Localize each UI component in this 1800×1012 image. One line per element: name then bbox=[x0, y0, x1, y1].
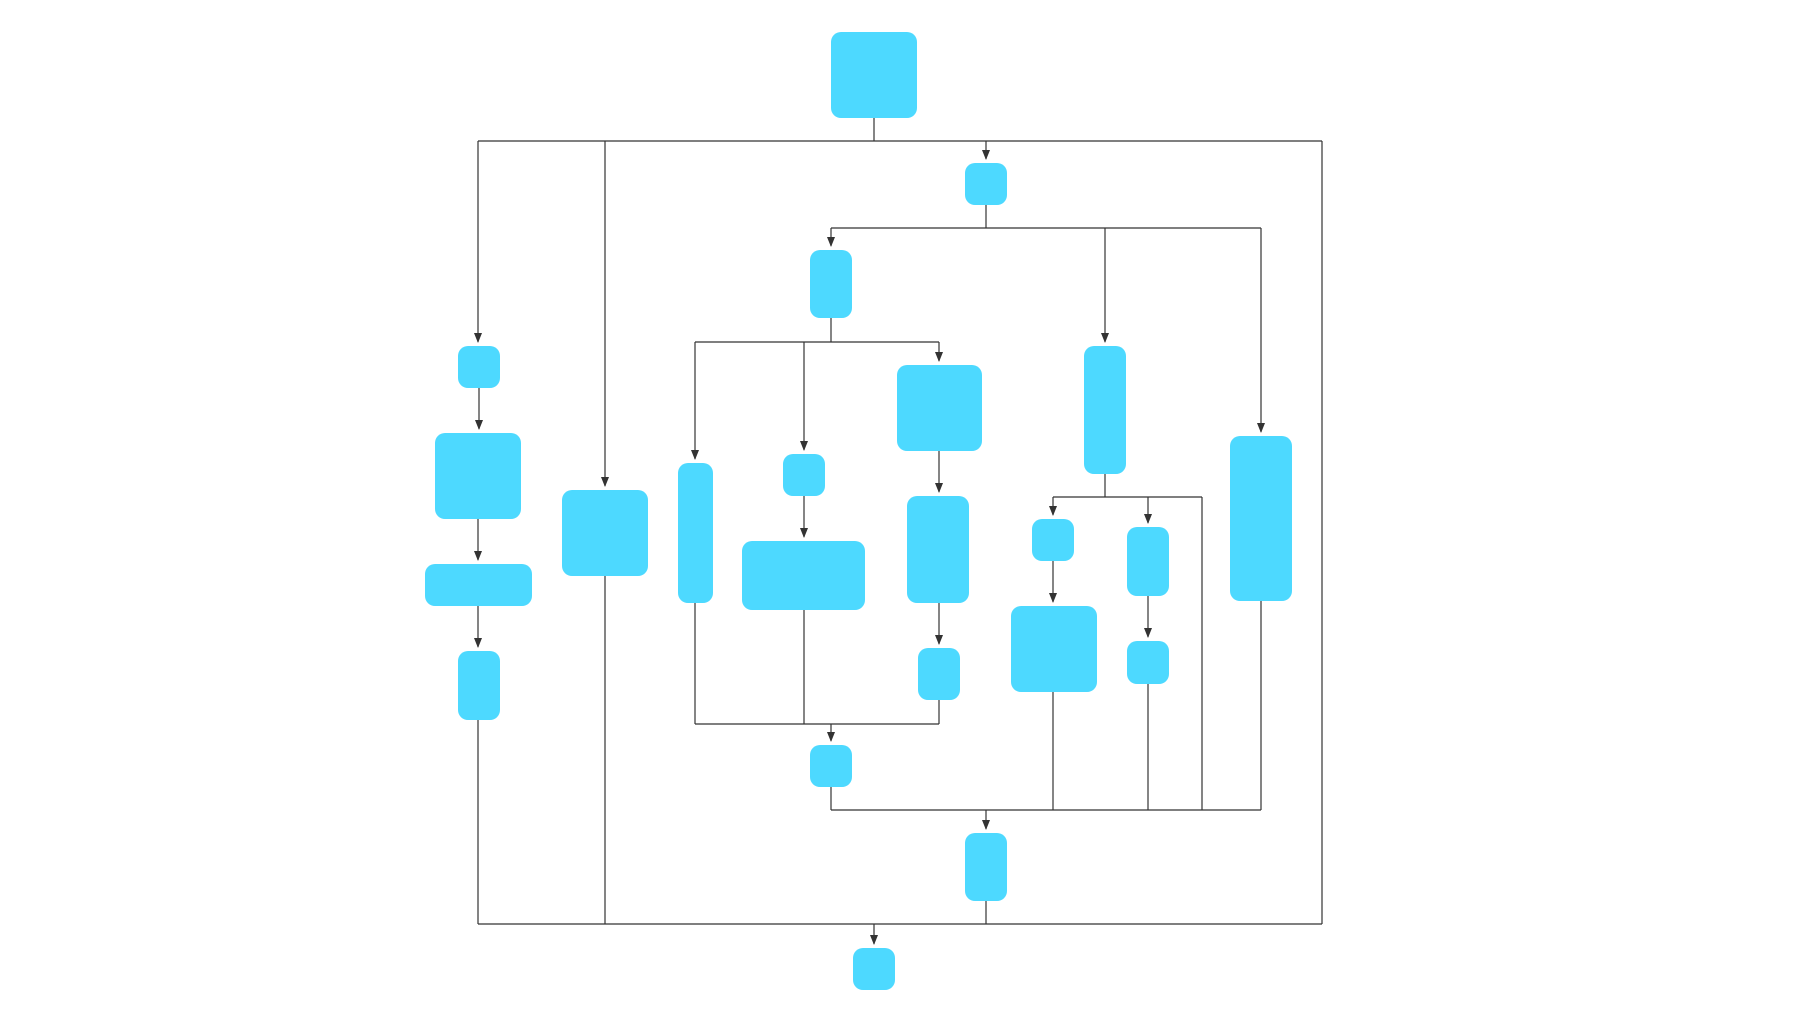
nodes-layer bbox=[425, 32, 1292, 990]
node-sub-a bbox=[678, 463, 713, 603]
node-left-col-1 bbox=[458, 346, 500, 388]
node-sub-b-2 bbox=[742, 541, 865, 610]
node-merge-low bbox=[965, 833, 1007, 901]
node-branch-right bbox=[1084, 346, 1126, 474]
node-right-a-1 bbox=[1032, 519, 1074, 561]
node-sub-b-1 bbox=[783, 454, 825, 496]
node-left-col-2 bbox=[435, 433, 521, 519]
edges-layer bbox=[474, 118, 1323, 945]
node-right-b-2 bbox=[1127, 641, 1169, 684]
node-mid-col bbox=[562, 490, 648, 576]
node-right-a-2 bbox=[1011, 606, 1097, 692]
node-left-col-4 bbox=[458, 651, 500, 720]
node-branch-left bbox=[810, 250, 852, 318]
node-far-right bbox=[1230, 436, 1292, 601]
node-left-col-3 bbox=[425, 564, 532, 606]
node-hub-top bbox=[965, 163, 1007, 205]
node-sub-c-2 bbox=[907, 496, 969, 603]
node-end bbox=[853, 948, 895, 990]
node-merge-mid bbox=[810, 745, 852, 787]
node-sub-c-3 bbox=[918, 648, 960, 700]
node-start bbox=[831, 32, 917, 118]
node-right-b-1 bbox=[1127, 527, 1169, 596]
node-sub-c-1 bbox=[897, 365, 982, 451]
